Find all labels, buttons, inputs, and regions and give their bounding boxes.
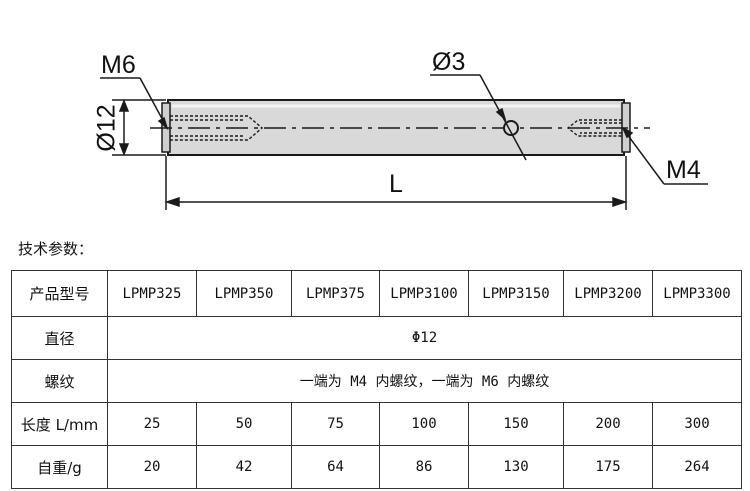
m4-label: M4 xyxy=(666,156,701,184)
m6-thread-hole xyxy=(170,115,264,141)
model-cell: LPMP3100 xyxy=(379,270,469,317)
thread-value: 一端为 M4 内螺纹，一端为 M6 内螺纹 xyxy=(107,359,742,403)
length-dimension xyxy=(164,156,628,210)
table-row-model: 产品型号 LPMP325 LPMP350 LPMP375 LPMP3100 LP… xyxy=(11,270,742,317)
model-cell: LPMP3200 xyxy=(563,270,653,317)
table-row-length: 长度 L/mm 25 50 75 100 150 200 300 xyxy=(11,402,742,446)
model-cell: LPMP3150 xyxy=(468,270,564,317)
weight-cell: 86 xyxy=(379,445,469,489)
length-cell: 50 xyxy=(196,402,292,446)
rod-technical-drawing: Ø12 M6 Ø3 M4 L xyxy=(93,48,708,210)
m6-label: M6 xyxy=(101,51,136,79)
dia3-leader xyxy=(430,74,527,161)
dia12-dimension xyxy=(112,98,166,157)
m6-leader xyxy=(100,77,169,131)
m4-thread-hole xyxy=(566,119,622,137)
diameter-header: 直径 xyxy=(11,316,108,360)
diameter-value: Φ12 xyxy=(107,316,742,360)
dia3-label: Ø3 xyxy=(432,48,465,76)
weight-cell: 175 xyxy=(563,445,653,489)
weight-header: 自重/g xyxy=(11,445,108,489)
model-cell: LPMP3300 xyxy=(652,270,742,317)
weight-cell: 42 xyxy=(196,445,292,489)
length-cell: 200 xyxy=(563,402,653,446)
model-header: 产品型号 xyxy=(11,270,108,317)
section-title: 技术参数： xyxy=(18,240,94,258)
thread-header: 螺纹 xyxy=(11,359,108,403)
table-row-weight: 自重/g 20 42 64 86 130 175 264 xyxy=(11,445,742,489)
model-cell: LPMP375 xyxy=(291,270,380,317)
weight-cell: 130 xyxy=(468,445,564,489)
weight-cell: 20 xyxy=(107,445,197,489)
length-cell: 300 xyxy=(652,402,742,446)
m4-leader xyxy=(621,126,708,185)
length-cell: 25 xyxy=(107,402,197,446)
table-row-thread: 螺纹 一端为 M4 内螺纹，一端为 M6 内螺纹 xyxy=(11,359,742,403)
table-row-diameter: 直径 Φ12 xyxy=(11,316,742,360)
length-cell: 100 xyxy=(379,402,469,446)
length-cell: 150 xyxy=(468,402,564,446)
length-cell: 75 xyxy=(291,402,380,446)
spec-table: 产品型号 LPMP325 LPMP350 LPMP375 LPMP3100 LP… xyxy=(11,270,742,489)
dia12-label: Ø12 xyxy=(93,104,121,151)
length-header: 长度 L/mm xyxy=(11,402,108,446)
length-label: L xyxy=(389,170,403,198)
weight-cell: 264 xyxy=(652,445,742,489)
weight-cell: 64 xyxy=(291,445,380,489)
model-cell: LPMP325 xyxy=(107,270,197,317)
model-cell: LPMP350 xyxy=(196,270,292,317)
